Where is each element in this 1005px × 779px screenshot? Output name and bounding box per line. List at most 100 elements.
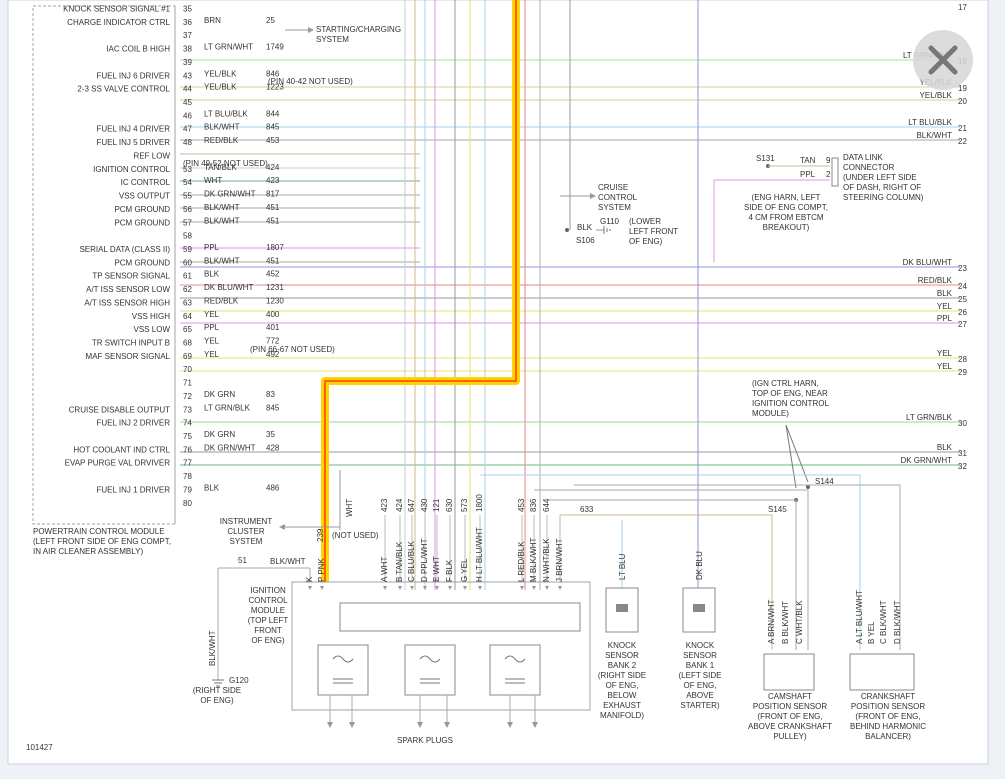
pcm-pin-function: KNOCK SENSOR SIGNAL #1 (63, 5, 170, 14)
location-note: LEFT FRONT (629, 227, 678, 236)
pcm-circuit-number: 423 (266, 176, 280, 185)
pcm-wire-color: YEL (204, 310, 220, 319)
icm-outline (291, 581, 591, 711)
pcm-circuit-number: 492 (266, 350, 280, 359)
harness-terminal-number: 21 (958, 124, 967, 133)
spark-plugs-label: SPARK PLUGS (397, 736, 453, 745)
pcm-wire-color: DK GRN (204, 430, 235, 439)
pcm-pin-number: 48 (183, 138, 192, 147)
spark-plug-arrow (507, 722, 513, 728)
pcm-wire-color: DK GRN/WHT (204, 443, 256, 452)
icm-pin-label: H LT BLU/WHT (475, 527, 484, 582)
close-button[interactable] (913, 30, 973, 90)
harness-terminal-number: 22 (958, 137, 967, 146)
system-label: SYSTEM (598, 203, 631, 212)
pcm-pin-function: FUEL INJ 5 DRIVER (97, 138, 171, 147)
knock-sensor-label: SENSOR (605, 651, 639, 660)
pcm-circuit-number: 486 (266, 483, 280, 492)
pcm-pin-number: 47 (183, 125, 192, 134)
pcm-pin-number: 37 (183, 31, 192, 40)
harness-note: TOP OF ENG, NEAR (752, 389, 828, 398)
pcm-wire-color: YEL/BLK (204, 83, 237, 92)
system-label: CONTROL (598, 193, 638, 202)
harness-terminal-number: 17 (958, 3, 967, 12)
pcm-wire-color: DK GRN/WHT (204, 190, 256, 199)
knock-sensor-2 (605, 587, 639, 633)
knock-sensor-label: BELOW (608, 691, 637, 700)
pcm-circuit-number: 453 (266, 136, 280, 145)
icm-circuit-number: 121 (432, 498, 441, 512)
knock-sensor-label: MANIFOLD) (600, 711, 644, 720)
icm-wire-color: BLK/WHT (270, 557, 306, 566)
pcm-pin-function: IGNITION CONTROL (93, 165, 170, 174)
pcm-pin-number: 80 (183, 499, 192, 508)
pcm-pin-function: IAC COIL B HIGH (106, 45, 170, 54)
harness-wire-color: BLK/WHT (916, 131, 952, 140)
ground-label: G110 (600, 217, 620, 226)
pcm-circuit-number: 451 (266, 216, 280, 225)
dlc-label: (UNDER LEFT SIDE (843, 173, 917, 182)
pcm-circuit-number: 428 (266, 443, 280, 452)
pcm-pin-number: 71 (183, 379, 192, 388)
splice-note: SIDE OF ENG COMPT, (744, 203, 828, 212)
pcm-pin-function: PCM GROUND (114, 205, 170, 214)
icm-circuit-number: 1800 (475, 494, 484, 512)
pcm-pin-function: EVAP PURGE VAL DRVIVER (65, 459, 171, 468)
spark-plug-arrow (417, 722, 423, 728)
ignition-coil (317, 644, 369, 696)
harness-terminal-number: 25 (958, 295, 967, 304)
dlc-wire-color: TAN (800, 156, 816, 165)
pcm-pin-function: TP SENSOR SIGNAL (92, 272, 170, 281)
harness-wire-color: BLK (937, 443, 953, 452)
icm-circuit-number: 424 (395, 498, 404, 512)
splice-wire (547, 499, 797, 650)
icm-pin-arrow (558, 586, 562, 590)
icm-pin-arrow (383, 586, 387, 590)
wire-color: BLK/WHT (208, 630, 217, 666)
ground-symbol (603, 226, 611, 234)
cam-sensor-label: POSITION SENSOR (753, 702, 827, 711)
pcm-pin-number: 39 (183, 58, 192, 67)
pcm-pin-number: 64 (183, 312, 192, 321)
knock-sensor-label: EXHAUST (603, 701, 641, 710)
pcm-wire-color: BLK (204, 270, 220, 279)
icm-pin-label: L RED/BLK (517, 541, 526, 582)
pcm-pin-number: 35 (183, 5, 192, 14)
icm-pin-arrow (435, 586, 439, 590)
pcm-circuit-number: 1230 (266, 296, 284, 305)
pcm-circuit-number: 25 (266, 16, 275, 25)
harness-wire-color: BLK (937, 289, 953, 298)
cam-sensor-label: PULLEY) (773, 732, 807, 741)
icm-pin-arrow (423, 586, 427, 590)
pcm-wire-color: RED/BLK (204, 136, 239, 145)
harness-terminal-number: 20 (958, 97, 967, 106)
pcm-wire-color: BLK/WHT (204, 123, 240, 132)
harness-wire-color: YEL/BLK (920, 91, 953, 100)
pcm-pin-function: IC CONTROL (121, 178, 171, 187)
knock-sensor-label: OF ENG, (606, 681, 639, 690)
icm-circuit-number: 644 (542, 498, 551, 512)
knock-sensor-label: BANK 1 (686, 661, 715, 670)
dlc-pin: 2 (826, 170, 831, 179)
pcm-circuit-number: 1231 (266, 283, 284, 292)
pcm-wire-color: BLK/WHT (204, 216, 240, 225)
crank-pin-label: C BLK/WHT (879, 600, 888, 644)
harness-terminal-number: 26 (958, 308, 967, 317)
knock-sensor-label: KNOCK (686, 641, 715, 650)
highlighted-circuit-core (324, 0, 517, 582)
pcm-pin-function: SERIAL DATA (CLASS II) (79, 245, 170, 254)
pcm-name: (LEFT FRONT SIDE OF ENG COMPT, (33, 537, 171, 546)
coil-winding (504, 655, 526, 684)
pcm-pin-number: 69 (183, 352, 192, 361)
splice-note: BREAKOUT) (763, 223, 810, 232)
harness-terminal-number: 27 (958, 320, 967, 329)
icm-pin-label: K (305, 576, 314, 582)
splice-note: (ENG HARN, LEFT (752, 193, 821, 202)
harness-wire-color: PPL (937, 314, 953, 323)
pcm-pin-function: REF LOW (134, 151, 171, 160)
spark-plug-arrow (444, 722, 450, 728)
crank-pin-label: D BLK/WHT (893, 600, 902, 644)
pcm-circuit-number: 817 (266, 190, 280, 199)
